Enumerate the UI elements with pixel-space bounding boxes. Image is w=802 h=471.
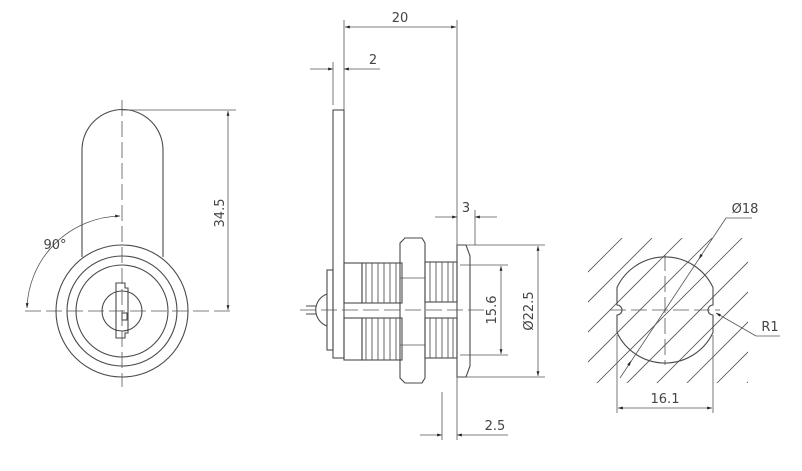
body-block-top — [343, 262, 363, 304]
panel-cutout-view: Ø18 R1 16.1 — [588, 202, 780, 413]
cutout-profile — [616, 256, 714, 364]
cam-handle-outline — [81, 108, 164, 257]
side-view: 20 2 3 15.6 Ø22.5 2.5 — [300, 11, 545, 440]
key-slot-notch — [121, 312, 128, 321]
flange-diameter-dim-label: Ø22.5 — [522, 291, 537, 330]
hex-nut — [399, 237, 426, 384]
body-block-bottom — [343, 317, 363, 361]
diameter-arrow-top — [698, 253, 703, 260]
thread-left-top — [361, 262, 403, 304]
thread-right-bottom — [424, 317, 458, 359]
flange-thickness-dim-label: 3 — [462, 201, 470, 216]
thread-left-bottom — [361, 317, 403, 361]
cutout-diameter-dim-label: Ø18 — [732, 202, 759, 217]
front-view: 34.5 90° — [25, 100, 236, 387]
rotation-angle-arc — [25, 214, 121, 309]
diameter-arrow-bottom — [627, 360, 632, 367]
diameter-leader — [619, 217, 727, 379]
height-dim-label: 34.5 — [213, 199, 228, 228]
thread-diameter-dim-label: 15.6 — [485, 296, 500, 325]
flat-width-dim-label: 16.1 — [651, 392, 680, 407]
key-slot — [115, 282, 129, 339]
hex-nut-facets — [400, 277, 425, 346]
angle-dim-label: 90° — [43, 238, 66, 253]
radius-leader — [715, 312, 757, 337]
length-dim-label: 20 — [392, 11, 409, 26]
cam-thickness-dim-label: 2 — [369, 53, 377, 68]
radius-dim-label: R1 — [761, 320, 778, 335]
gap-dim-label: 2.5 — [485, 419, 506, 434]
screw-slot — [306, 305, 316, 315]
cam-plate — [332, 109, 345, 359]
thread-right-top — [424, 261, 458, 303]
